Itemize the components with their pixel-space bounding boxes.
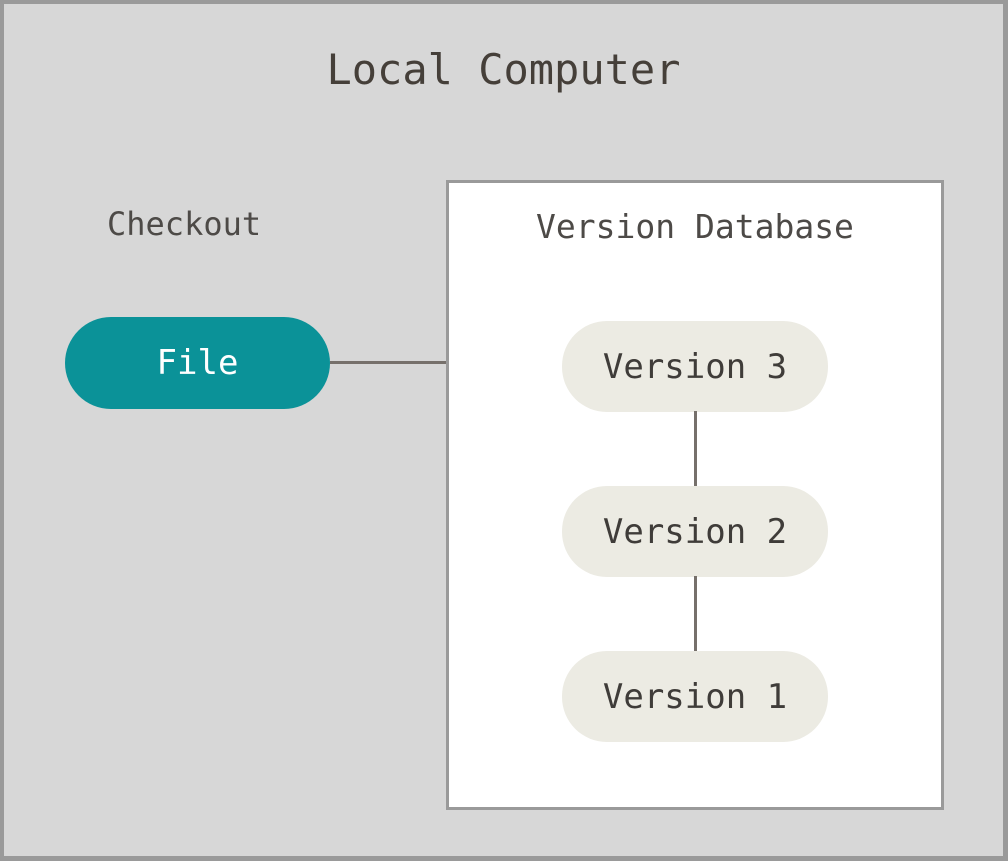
version-node-1-label: Version 1 [602,676,788,717]
file-node[interactable]: File [65,317,330,409]
diagram-title: Local Computer [326,45,681,94]
version-database-panel: Version Database Version 3 Version 2 Ver… [446,180,944,810]
checkout-label: Checkout [107,205,262,243]
version-node-2[interactable]: Version 2 [562,486,828,577]
file-node-label: File [156,343,239,383]
version-database-title: Version Database [536,207,854,246]
edge-version-2-to-version-1 [694,576,697,652]
edge-version-3-to-version-2 [694,411,697,487]
version-node-1[interactable]: Version 1 [562,651,828,742]
version-node-3-label: Version 3 [602,346,788,387]
version-node-2-label: Version 2 [602,511,788,552]
version-node-3[interactable]: Version 3 [562,321,828,412]
